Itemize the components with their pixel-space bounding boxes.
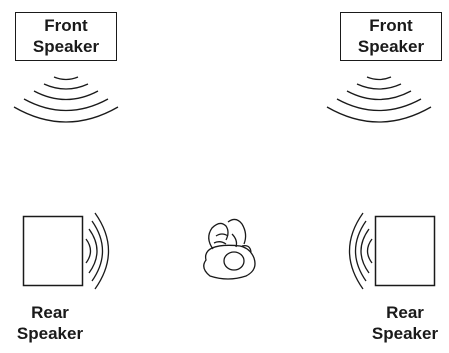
front-left-speaker-label: Front Speaker [15,12,117,61]
rear-right-speaker-label: Rear Speaker [361,302,449,344]
listener-icon [203,218,256,280]
rear-left-sound-waves [85,212,110,290]
rear-left-label-line-1: Rear [31,303,69,322]
rear-right-label-line-2: Speaker [371,324,439,343]
front-left-sound-waves [13,76,119,123]
rear-left-speaker-box [22,215,84,287]
rear-right-sound-waves [348,212,373,290]
front-left-label-line-2: Speaker [32,37,100,56]
front-right-speaker-label: Front Speaker [340,12,442,61]
rear-right-label-line-1: Rear [386,303,424,322]
front-right-label-line-1: Front [369,16,413,35]
front-right-sound-waves [326,76,432,123]
front-right-label-line-2: Speaker [357,37,425,56]
rear-left-speaker-label: Rear Speaker [0,302,100,344]
front-left-label-line-1: Front [44,16,88,35]
rear-right-speaker-box [374,215,436,287]
rear-left-label-line-2: Speaker [16,324,84,343]
